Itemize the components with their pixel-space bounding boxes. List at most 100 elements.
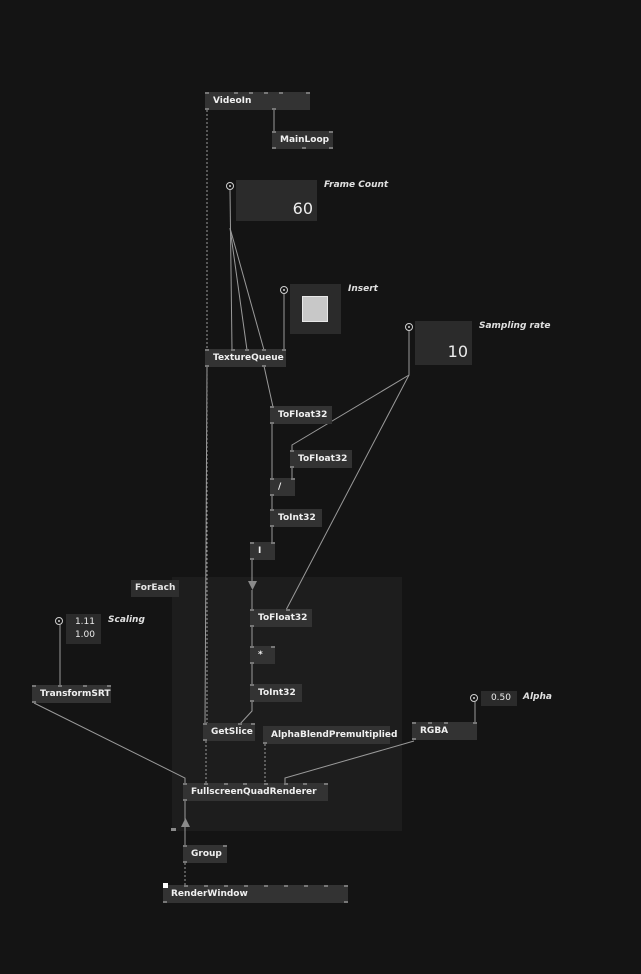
pin-out[interactable]: [32, 701, 36, 703]
pin-in[interactable]: [279, 92, 283, 94]
pin-out[interactable]: [270, 494, 274, 496]
pin-in[interactable]: [473, 722, 477, 724]
pin-in[interactable]: [243, 783, 247, 785]
pin-in[interactable]: [205, 349, 209, 351]
pin-in[interactable]: [282, 349, 286, 351]
pin-in[interactable]: [231, 349, 235, 351]
pin-out[interactable]: [205, 365, 209, 367]
pin-in[interactable]: [244, 885, 248, 887]
pin-out[interactable]: [329, 147, 333, 149]
pin-in[interactable]: [284, 885, 288, 887]
pin-in[interactable]: [284, 783, 288, 785]
pin-in[interactable]: [344, 885, 348, 887]
pin-in[interactable]: [270, 406, 274, 408]
pin-in[interactable]: [184, 885, 188, 887]
pin-in[interactable]: [163, 883, 168, 888]
pin-in[interactable]: [251, 723, 255, 725]
pin-in[interactable]: [428, 722, 432, 724]
pin-in[interactable]: [286, 609, 290, 611]
pin-in[interactable]: [238, 723, 242, 725]
pin-in[interactable]: [271, 542, 275, 544]
pin-out[interactable]: [250, 662, 254, 664]
pin-in[interactable]: [324, 783, 328, 785]
pin-in[interactable]: [303, 783, 307, 785]
scaling-y-value[interactable]: 1.00: [74, 630, 95, 640]
pin-in[interactable]: [234, 92, 238, 94]
alpha-pin-icon[interactable]: [470, 694, 478, 702]
node-multiply[interactable]: *: [250, 646, 275, 664]
pin-out[interactable]: [250, 625, 254, 627]
sampling-rate-iobox[interactable]: 10: [415, 321, 472, 365]
pin-in[interactable]: [270, 478, 274, 480]
node-tofloat32-a[interactable]: ToFloat32: [270, 406, 332, 424]
pin-out[interactable]: [412, 738, 416, 740]
node-group[interactable]: Group: [183, 845, 227, 863]
pin-in[interactable]: [250, 646, 254, 648]
scaling-x-value[interactable]: 1.11: [74, 617, 95, 627]
pin-in[interactable]: [250, 684, 254, 686]
pin-in[interactable]: [262, 349, 266, 351]
node-fullscreenquad[interactable]: FullscreenQuadRenderer: [183, 783, 328, 801]
node-tofloat32-b[interactable]: ToFloat32: [290, 450, 352, 468]
pin-out[interactable]: [270, 422, 274, 424]
pin-in[interactable]: [204, 885, 208, 887]
alpha-iobox[interactable]: 0.50: [481, 691, 517, 706]
node-renderwindow[interactable]: RenderWindow: [163, 883, 348, 903]
pin-out[interactable]: [270, 525, 274, 527]
pin-in[interactable]: [204, 783, 208, 785]
pin-in[interactable]: [250, 609, 254, 611]
node-tofloat32-c[interactable]: ToFloat32: [250, 609, 312, 627]
pin-in[interactable]: [444, 722, 448, 724]
scaling-pin-icon[interactable]: [55, 617, 63, 625]
node-videoin[interactable]: VideoIn: [205, 92, 310, 110]
node-toint32-a[interactable]: ToInt32: [270, 509, 322, 527]
pin-in[interactable]: [329, 131, 333, 133]
pin-in[interactable]: [264, 783, 268, 785]
node-rgba[interactable]: RGBA: [412, 722, 477, 740]
scaling-iobox[interactable]: 1.11 1.00: [66, 614, 101, 644]
pin-in[interactable]: [183, 845, 187, 847]
pin-in[interactable]: [250, 542, 254, 544]
node-getslice[interactable]: GetSlice: [203, 723, 255, 741]
node-range[interactable]: I: [250, 542, 275, 560]
pin-out[interactable]: [203, 739, 207, 741]
pin-out[interactable]: [205, 108, 209, 110]
pin-in[interactable]: [306, 92, 310, 94]
pin-in[interactable]: [270, 509, 274, 511]
pin-out[interactable]: [344, 901, 348, 903]
pin-in[interactable]: [249, 92, 253, 94]
pin-in[interactable]: [58, 685, 62, 687]
frame-count-pin-icon[interactable]: [226, 182, 234, 190]
pin-in[interactable]: [245, 349, 249, 351]
pin-in[interactable]: [224, 885, 228, 887]
pin-out[interactable]: [163, 901, 167, 903]
node-divide[interactable]: /: [270, 478, 295, 496]
pin-in[interactable]: [183, 783, 187, 785]
sampling-rate-pin-icon[interactable]: [405, 323, 413, 331]
pin-in[interactable]: [264, 92, 268, 94]
pin-out[interactable]: [183, 861, 187, 863]
pin-out[interactable]: [250, 558, 254, 560]
frame-count-iobox[interactable]: 60: [236, 180, 317, 221]
pin-out[interactable]: [272, 108, 276, 110]
pin-in[interactable]: [205, 92, 209, 94]
pin-out[interactable]: [250, 700, 254, 702]
pin-in[interactable]: [324, 885, 328, 887]
pin-in[interactable]: [291, 478, 295, 480]
pin-out[interactable]: [272, 147, 276, 149]
pin-out[interactable]: [262, 365, 266, 367]
foreach-region-label[interactable]: ForEach: [131, 580, 180, 597]
node-toint32-b[interactable]: ToInt32: [250, 684, 302, 702]
pin-in[interactable]: [264, 885, 268, 887]
pin-in[interactable]: [272, 131, 276, 133]
node-alphablend[interactable]: AlphaBlendPremultiplied: [263, 726, 397, 744]
node-mainloop[interactable]: MainLoop: [272, 131, 333, 149]
insert-pin-icon[interactable]: [280, 286, 288, 294]
pin-in[interactable]: [412, 722, 416, 724]
pin-in[interactable]: [32, 685, 36, 687]
pin-in[interactable]: [224, 783, 228, 785]
pin-in[interactable]: [223, 845, 227, 847]
pin-in[interactable]: [203, 723, 207, 725]
pin-in[interactable]: [290, 450, 294, 452]
pin-out[interactable]: [290, 466, 294, 468]
